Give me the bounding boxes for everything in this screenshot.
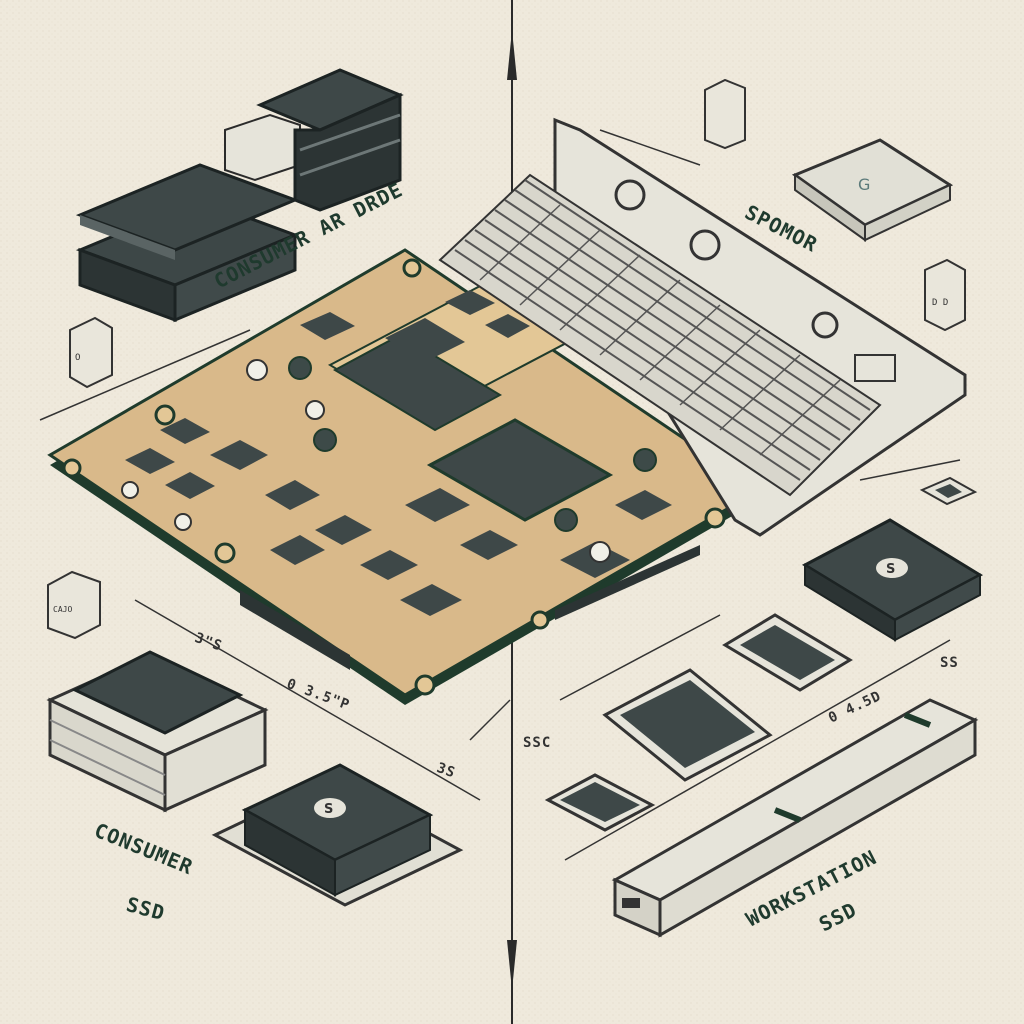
component-block-lower-left-text: CAJO (53, 605, 72, 614)
consumer-ssd-stack-left (46, 650, 269, 813)
consumer-ssd-chip: S (211, 763, 464, 907)
workstation-chip-s-label: S (886, 562, 895, 577)
dimension-lines (39, 129, 961, 861)
sponsor-chip: G (791, 138, 954, 242)
component-block-left: O (69, 316, 113, 389)
consumer-drive-stack (75, 68, 404, 323)
divider-arrow-bottom (507, 940, 517, 990)
workstation-chip-large (602, 668, 773, 782)
workstation-ssd-stick (611, 698, 979, 938)
label-ss-right: SS (940, 655, 959, 671)
divider-arrow-top (507, 30, 517, 80)
workstation-chip-s: S (801, 518, 984, 642)
workstation-chip-small (544, 773, 656, 832)
small-connector (919, 476, 978, 506)
heatsink-module (438, 117, 967, 537)
component-block-left-text: O (75, 353, 80, 363)
sponsor-chip-text: G (858, 175, 870, 194)
component-block-top (704, 78, 746, 150)
component-block-lower-left: CAJO (47, 570, 101, 640)
component-block-right: D D (924, 258, 966, 332)
workstation-chip-medium (722, 613, 853, 692)
consumer-chip-s: S (324, 802, 333, 817)
component-block-right-text: D D (932, 298, 948, 308)
label-ssc: SSC (523, 735, 552, 751)
